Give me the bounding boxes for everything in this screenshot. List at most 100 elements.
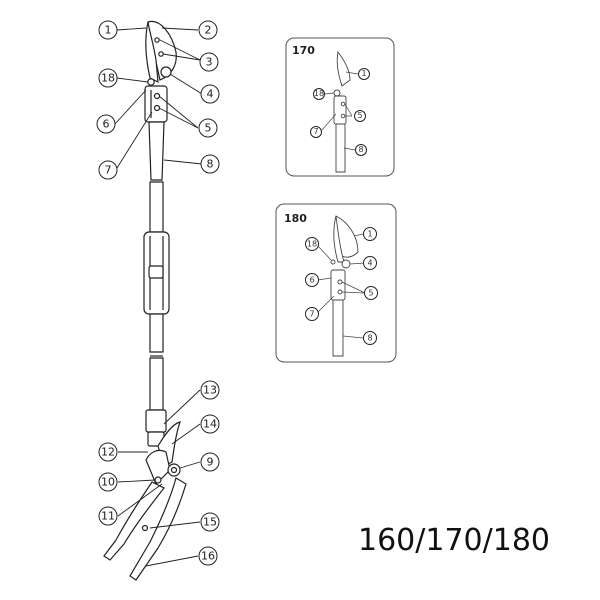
- clamp-block: [144, 85, 168, 123]
- inset-180-callout-circle-8: [363, 331, 377, 345]
- main-callout-circle-2: [198, 20, 218, 40]
- grip-button: [148, 265, 164, 279]
- main-callout-label-13: 13: [203, 383, 217, 396]
- main-callout-circle-8: [200, 154, 220, 174]
- main-callout-label-15: 15: [203, 515, 217, 528]
- inset-170-callout-circle-8: [355, 144, 367, 156]
- main-callout-label-9: 9: [207, 455, 214, 468]
- inset-170-callout-circle-5: [354, 110, 366, 122]
- pruner-illustration: [103, 20, 187, 581]
- inset-180-callouts: 1 18 4 6 5 7 8: [305, 227, 378, 345]
- inset-170-pivot: [333, 89, 341, 97]
- inset-170-callout-circle-1: [358, 68, 370, 80]
- inset-180-callout-label-5: 5: [368, 288, 373, 297]
- handle-upper: [103, 481, 165, 561]
- inset-180-callout-circle-6: [305, 273, 319, 287]
- inset-180-callout-circle-4: [363, 256, 377, 270]
- lower-screw: [154, 476, 162, 484]
- main-callout-label-3: 3: [206, 55, 213, 68]
- main-callout-label-5: 5: [205, 121, 212, 134]
- upper-pole: [149, 181, 164, 233]
- inset-180-screw-2: [337, 289, 343, 295]
- inset-170-screw-2: [340, 113, 346, 119]
- inset-170-callout-circle-18: [313, 88, 325, 100]
- main-callout-label-8: 8: [207, 157, 214, 170]
- main-callout-circle-6: [96, 114, 116, 134]
- main-callout-label-18: 18: [101, 71, 115, 84]
- inset-180-callout-circle-1: [363, 227, 377, 241]
- clamp-screw-2: [153, 104, 161, 112]
- model-label: 160/170/180: [358, 523, 550, 558]
- leader-lines: [114, 27, 203, 567]
- main-callout-label-1: 1: [105, 23, 112, 36]
- inset-170-blade: [336, 50, 351, 87]
- inset-180-tube: [332, 299, 344, 357]
- main-callout-circle-18: [98, 68, 118, 88]
- inset-180-hook: [333, 215, 345, 263]
- inset-170-callout-circle-7: [310, 126, 322, 138]
- main-callout-circle-15: [200, 512, 220, 532]
- main-callout-label-4: 4: [207, 87, 214, 100]
- main-callout-label-7: 7: [105, 163, 112, 176]
- main-callout-circle-9: [200, 452, 220, 472]
- main-callout-circle-11: [98, 506, 118, 526]
- inset-180-callout-label-8: 8: [367, 333, 372, 342]
- handle-rivet: [141, 524, 149, 532]
- inset-180-callout-label-1: 1: [367, 229, 372, 238]
- inset-170-screw-1: [340, 101, 346, 107]
- inset-170-title: 170: [292, 44, 315, 57]
- inset-180-small-screw: [330, 259, 336, 265]
- inset-180-callout-circle-5: [364, 286, 378, 300]
- lower-collar: [145, 409, 167, 433]
- main-callout-label-11: 11: [101, 509, 115, 522]
- inset-180: 180 1 18 4 6 5 7 8: [275, 203, 397, 363]
- main-callout-label-12: 12: [101, 445, 115, 458]
- main-callout-circle-16: [198, 546, 218, 566]
- inset-170-tube: [335, 123, 346, 173]
- main-callout-circle-5: [198, 118, 218, 138]
- clamp-screw-1: [153, 92, 161, 100]
- inset-180-callout-label-6: 6: [309, 275, 314, 284]
- inset-170-callout-label-5: 5: [357, 111, 362, 120]
- main-callout-label-10: 10: [101, 475, 115, 488]
- blade-screw-upper: [154, 37, 160, 43]
- inset-180-callout-circle-18: [305, 237, 319, 251]
- main-callout-label-2: 2: [205, 23, 212, 36]
- inset-170-callout-label-7: 7: [313, 127, 318, 136]
- top-hook-blade: [145, 21, 159, 84]
- inset-170-callouts: 1 18 5 7 8: [310, 68, 370, 156]
- inset-180-clamp: [330, 269, 346, 301]
- inset-170-callout-label-8: 8: [358, 145, 363, 154]
- blade-screw-lower: [158, 51, 164, 57]
- main-callout-circle-7: [98, 160, 118, 180]
- main-callout-label-14: 14: [203, 417, 217, 430]
- inset-170-callout-label-1: 1: [361, 69, 366, 78]
- main-callout-circle-12: [98, 442, 118, 462]
- main-callout-circle-10: [98, 472, 118, 492]
- inset-180-callout-circle-7: [305, 307, 319, 321]
- inset-170-callout-label-18: 18: [314, 89, 324, 98]
- pivot-bolt: [160, 66, 172, 78]
- lower-pole-2: [149, 357, 164, 411]
- main-callout-label-6: 6: [103, 117, 110, 130]
- inset-180-callout-label-7: 7: [309, 309, 314, 318]
- inset-180-callout-label-4: 4: [367, 258, 372, 267]
- lower-pole: [149, 313, 164, 353]
- main-callout-circle-14: [200, 414, 220, 434]
- lower-pivot-inner: [170, 466, 178, 474]
- top-spring-screw: [147, 78, 155, 86]
- inset-180-screw-1: [337, 279, 343, 285]
- main-callout-circle-1: [98, 20, 118, 40]
- inset-170-clamp: [333, 95, 347, 125]
- upper-tube: [148, 121, 165, 181]
- inset-180-title: 180: [284, 212, 307, 225]
- main-callout-circle-13: [200, 380, 220, 400]
- inset-170: 170 1 18 5 7 8: [285, 37, 395, 177]
- main-callout-label-16: 16: [201, 549, 215, 562]
- inset-180-pivot: [341, 259, 351, 269]
- handle-lower: [129, 477, 187, 581]
- inset-180-callout-label-18: 18: [307, 239, 317, 248]
- main-callout-circle-3: [199, 52, 219, 72]
